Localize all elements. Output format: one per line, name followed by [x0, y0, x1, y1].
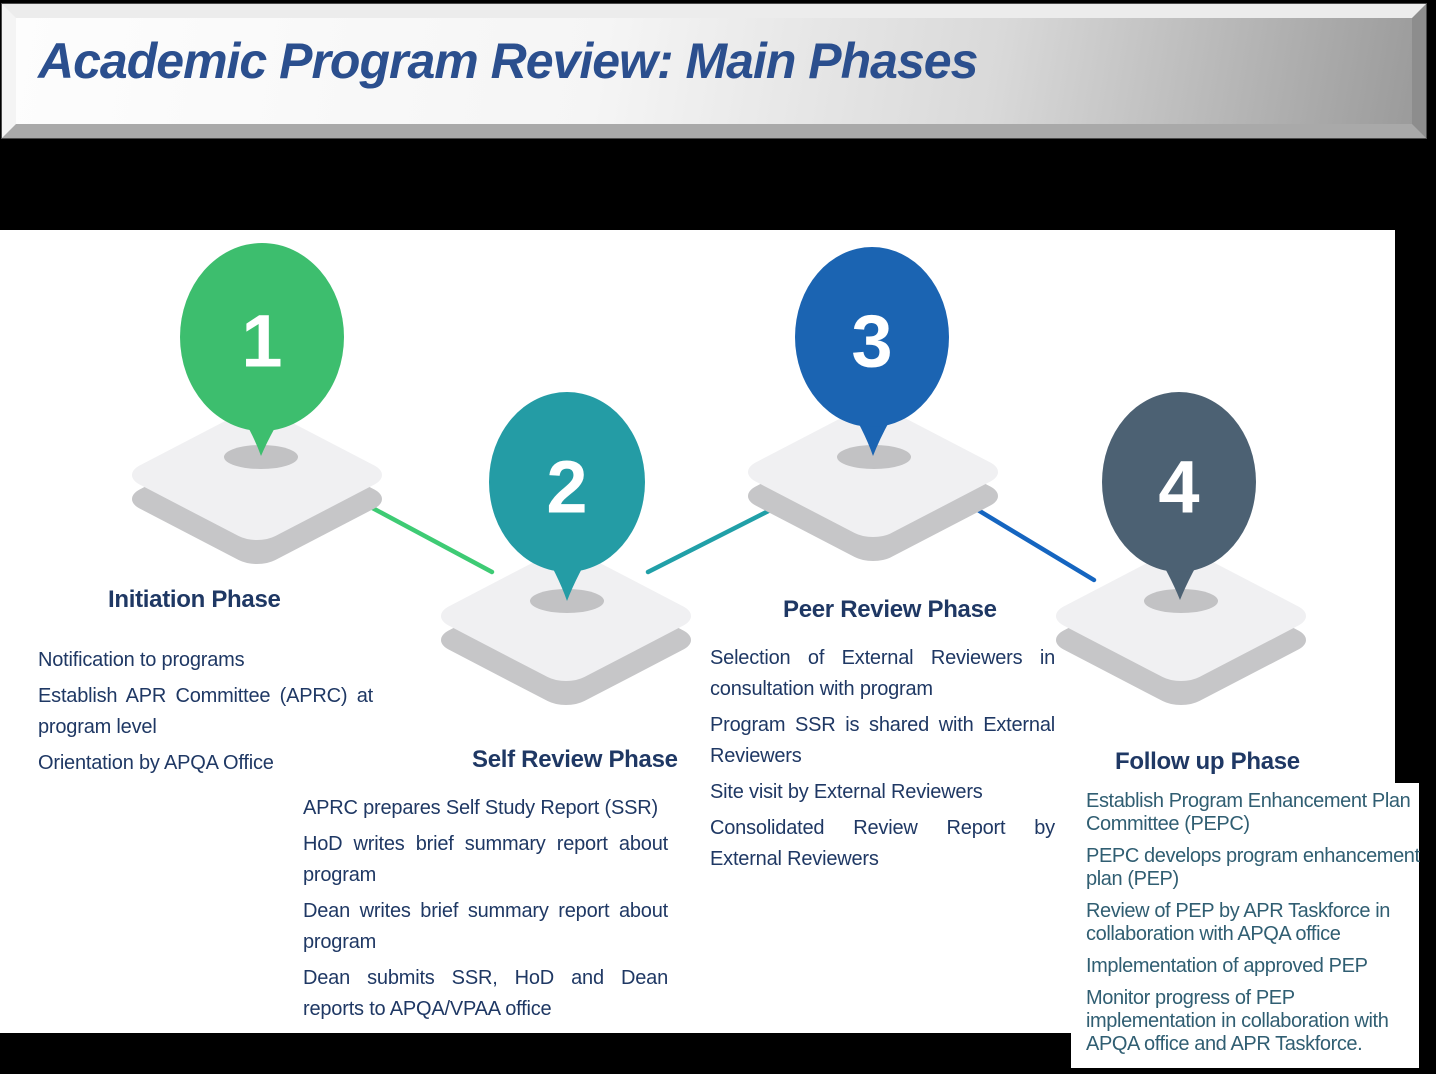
- pin-4: 4: [1102, 392, 1256, 600]
- list-item: Consolidated Review Report by External R…: [710, 817, 1055, 870]
- phase-2-title: Self Review Phase: [472, 746, 678, 773]
- pin-3: 3: [795, 247, 949, 456]
- list-item: APRC prepares Self Study Report (SSR): [303, 797, 658, 819]
- platform-1: [132, 410, 382, 564]
- pin-4-number: 4: [1158, 446, 1199, 529]
- platform-2: [441, 551, 691, 705]
- phase-2-items: APRC prepares Self Study Report (SSR) Ho…: [303, 793, 668, 1030]
- platform-4: [1056, 551, 1306, 705]
- list-item: Establish APR Committee (APRC) at progra…: [38, 685, 373, 738]
- pin-2: 2: [489, 392, 645, 601]
- list-item: PEPC develops program enhancement plan (…: [1086, 845, 1420, 890]
- list-item: Site visit by External Reviewers: [710, 781, 983, 803]
- followup-panel: [1071, 783, 1419, 1068]
- pin-2-number: 2: [546, 446, 587, 529]
- header-bar: Academic Program Review: Main Phases: [1, 3, 1427, 139]
- phase-4-title: Follow up Phase: [1115, 748, 1300, 775]
- list-item: Implementation of approved PEP: [1086, 955, 1368, 977]
- map-pin-icon: [795, 247, 949, 427]
- list-item: Orientation by APQA Office: [38, 752, 274, 774]
- pin-1: 1: [180, 243, 344, 456]
- page-title: Academic Program Review: Main Phases: [38, 33, 978, 89]
- phase-3-title: Peer Review Phase: [783, 596, 997, 623]
- map-pin-icon: [180, 243, 344, 431]
- phase-4-items: Establish Program Enhancement Plan Commi…: [1086, 790, 1426, 1065]
- phase-1-title: Initiation Phase: [108, 586, 281, 613]
- list-item: Dean writes brief summary report about p…: [303, 900, 668, 953]
- list-item: Notification to programs: [38, 649, 245, 671]
- pin-1-number: 1: [241, 300, 282, 383]
- map-pin-icon: [1102, 392, 1256, 572]
- phase-3-items: Selection of External Reviewers in consu…: [710, 643, 1055, 880]
- list-item: Dean submits SSR, HoD and Dean reports t…: [303, 967, 668, 1020]
- list-item: HoD writes brief summary report about pr…: [303, 833, 668, 886]
- pin-3-number: 3: [851, 300, 892, 383]
- list-item: Selection of External Reviewers in consu…: [710, 647, 1055, 700]
- list-item: Establish Program Enhancement Plan Commi…: [1086, 790, 1411, 835]
- connector-3-4: [955, 495, 1097, 583]
- phase-1-items: Notification to programs Establish APR C…: [38, 645, 373, 784]
- platform-3: [748, 407, 998, 561]
- list-item: Review of PEP by APR Taskforce in collab…: [1086, 900, 1390, 945]
- list-item: Monitor progress of PEP implementation i…: [1086, 987, 1389, 1055]
- list-item: Program SSR is shared with External Revi…: [710, 714, 1055, 767]
- map-pin-icon: [489, 392, 645, 572]
